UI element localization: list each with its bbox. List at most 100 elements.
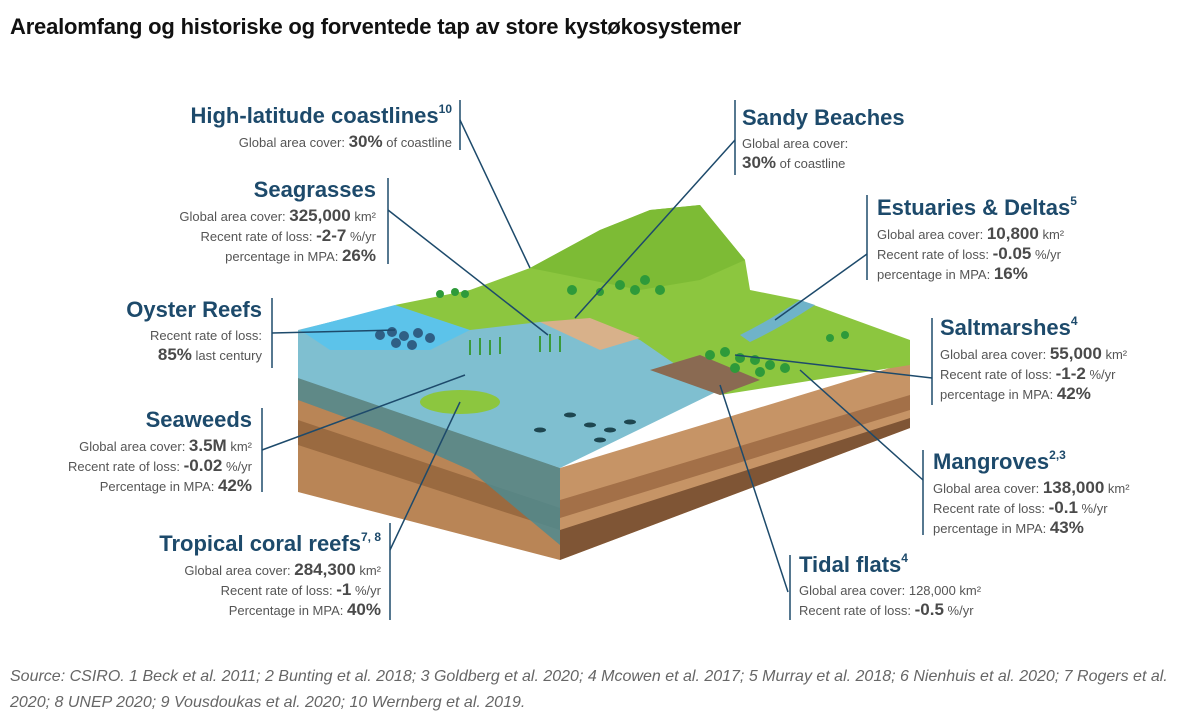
- stat-value: 3.5M: [188, 436, 227, 455]
- stat-unit: last century: [191, 348, 262, 363]
- stat-unit: %/yr: [222, 459, 252, 474]
- stat-line: 30% of coastline: [742, 153, 905, 173]
- stat-line: Recent rate of loss: -0.1 %/yr: [933, 498, 1130, 518]
- stat-line: percentage in MPA: 16%: [877, 264, 1077, 284]
- label-title: Tropical coral reefs7, 8: [159, 530, 381, 558]
- stat-line: Global area cover: 3.5M km²: [68, 436, 252, 456]
- stat-label: Recent rate of loss:: [68, 459, 184, 474]
- stat-line: Global area cover: 55,000 km²: [940, 344, 1127, 364]
- stat-label: Global area cover:: [238, 135, 349, 150]
- stat-value: 42%: [217, 476, 252, 495]
- stat-label: Percentage in MPA:: [228, 603, 347, 618]
- stat-label: Recent rate of loss:: [877, 247, 993, 262]
- stat-label: percentage in MPA:: [940, 387, 1057, 402]
- stat-value: 284,300: [294, 560, 356, 579]
- stat-unit: %/yr: [351, 583, 381, 598]
- stat-line: Global area cover: 128,000 km²: [799, 581, 981, 600]
- stat-value: -0.1: [1048, 498, 1078, 517]
- stat-unit: km²: [226, 439, 252, 454]
- stat-value: -2-7: [316, 226, 347, 245]
- stat-line: Recent rate of loss: -0.05 %/yr: [877, 244, 1077, 264]
- stat-value: 40%: [346, 600, 381, 619]
- seagrass: [469, 334, 561, 355]
- stat-line: Global area cover: 10,800 km²: [877, 224, 1077, 244]
- estuary-river: [740, 300, 815, 342]
- stat-line: Recent rate of loss: -1 %/yr: [159, 580, 381, 600]
- stat-line: Global area cover: 30% of coastline: [190, 132, 452, 152]
- stat-line: Recent rate of loss: -0.02 %/yr: [68, 456, 252, 476]
- stat-line: Recent rate of loss: -0.5 %/yr: [799, 600, 981, 620]
- stat-value: -0.5: [914, 600, 944, 619]
- stat-value: 10,800: [986, 224, 1039, 243]
- reference-number: 10: [438, 102, 452, 116]
- label-title-text: Oyster Reefs: [126, 297, 262, 322]
- right-soil-layer: [560, 395, 910, 518]
- stat-label: Recent rate of loss:: [940, 367, 1056, 382]
- label-title-text: Seagrasses: [253, 177, 376, 202]
- stat-value: 55,000: [1049, 344, 1102, 363]
- label-title-text: Sandy Beaches: [742, 105, 905, 130]
- stat-label: Global area cover:: [933, 481, 1043, 496]
- stat-line: Recent rate of loss: -2-7 %/yr: [179, 226, 376, 246]
- stat-value: 325,000: [289, 206, 351, 225]
- label-title: Saltmarshes4: [940, 314, 1127, 342]
- tidal-flats-area: [650, 355, 760, 395]
- stat-label: percentage in MPA:: [933, 521, 1050, 536]
- right-soil-deep: [560, 418, 910, 560]
- land-surface: [395, 205, 910, 395]
- stat-label: Recent rate of loss:: [200, 229, 317, 244]
- label-tropical-coral-reefs: Tropical coral reefs7, 8 Global area cove…: [159, 530, 381, 620]
- source-footnote: Source: CSIRO. 1 Beck et al. 2011; 2 Bun…: [10, 668, 1168, 711]
- stat-unit: km²: [1038, 227, 1065, 242]
- page-title: Arealomfang og historiske og forventede …: [10, 14, 741, 39]
- label-title-text: Mangroves: [933, 449, 1050, 474]
- stat-unit: %/yr: [346, 229, 376, 244]
- reference-number: 5: [1070, 194, 1077, 208]
- label-title: Mangroves2,3: [933, 448, 1130, 476]
- label-title: Tidal flats4: [799, 551, 981, 579]
- stat-label: percentage in MPA:: [877, 267, 994, 282]
- stat-value: -1: [336, 580, 352, 599]
- stat-line: Global area cover: 325,000 km²: [179, 206, 376, 226]
- stat-line: 85% last century: [126, 345, 262, 365]
- sea-cross-section: [298, 330, 560, 545]
- stat-unit: km²: [1101, 347, 1128, 362]
- stat-value: 26%: [341, 246, 376, 265]
- label-title-text: Seaweeds: [145, 407, 252, 432]
- stat-unit: of coastline: [382, 135, 452, 150]
- stat-line: percentage in MPA: 42%: [940, 384, 1127, 404]
- stat-unit: of coastline: [776, 156, 846, 171]
- label-title-text: High-latitude coastlines: [190, 103, 439, 128]
- label-title-text: Tropical coral reefs: [159, 531, 361, 556]
- stat-label: Global area cover:: [742, 136, 849, 151]
- stat-label: Global area cover:: [79, 439, 189, 454]
- stat-value: -0.05: [992, 244, 1032, 263]
- reference-number: 2,3: [1049, 448, 1066, 462]
- stat-line: Percentage in MPA: 42%: [68, 476, 252, 496]
- left-soil-layer: [298, 420, 560, 530]
- stat-value: 30%: [348, 132, 383, 151]
- reference-number: 4: [1070, 314, 1078, 328]
- stat-label: Global area cover:: [184, 563, 295, 578]
- stat-label: Recent rate of loss:: [220, 583, 337, 598]
- stat-line: Recent rate of loss: -1-2 %/yr: [940, 364, 1127, 384]
- label-title: Seagrasses: [179, 176, 376, 204]
- stat-value: 43%: [1049, 518, 1084, 537]
- stat-label: Recent rate of loss:: [799, 603, 915, 618]
- stat-label: Global area cover: 128,000 km²: [799, 583, 982, 598]
- label-title-text: Tidal flats: [799, 552, 902, 577]
- stat-unit: km²: [1104, 481, 1130, 496]
- stat-label: Recent rate of loss:: [933, 501, 1049, 516]
- stat-value: 138,000: [1042, 478, 1105, 497]
- stat-label: Percentage in MPA:: [99, 479, 218, 494]
- stat-value: 42%: [1056, 384, 1091, 403]
- stat-label: Global area cover:: [940, 347, 1050, 362]
